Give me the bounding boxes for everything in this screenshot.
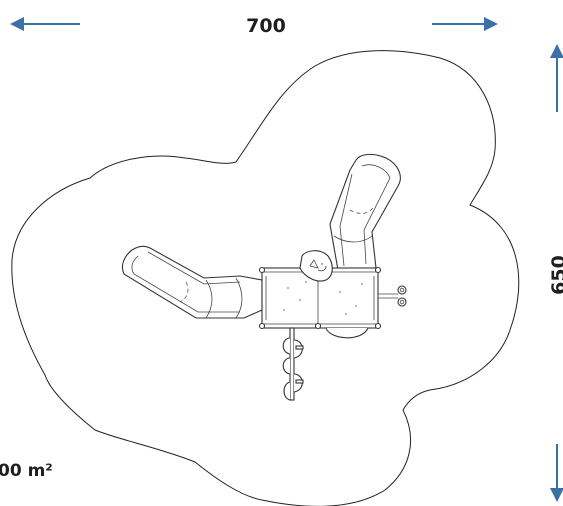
height-dimension: 650 — [548, 44, 563, 502]
height-label: 650 — [548, 255, 563, 295]
roof-panel — [299, 250, 333, 282]
left-arrow-head — [10, 17, 24, 31]
area-label: 00 m² — [0, 461, 53, 481]
right-arrow-head — [484, 17, 498, 31]
climbing-ladder — [282, 327, 304, 401]
play-equipment — [121, 153, 407, 401]
safety-zone-outline — [11, 50, 520, 506]
side-attachment — [378, 285, 407, 307]
left-slide — [121, 245, 263, 319]
top-arrow-head — [550, 44, 563, 58]
upper-slide — [329, 153, 401, 271]
bottom-arrow-head — [550, 488, 563, 502]
width-dimension: 700 — [10, 15, 498, 37]
width-label: 700 — [246, 15, 286, 37]
